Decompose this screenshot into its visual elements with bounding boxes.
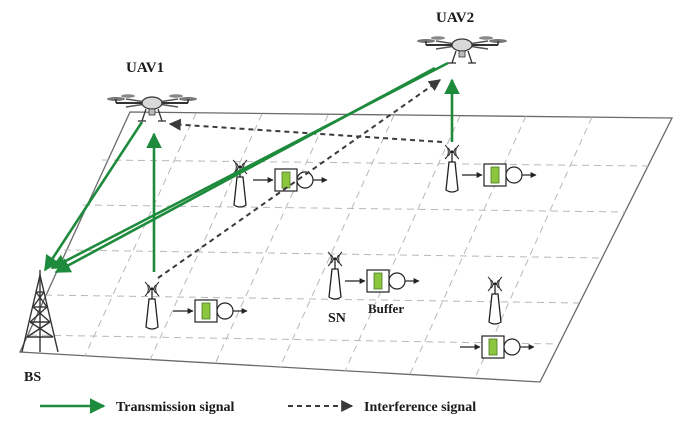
interference-links bbox=[157, 79, 443, 279]
legend: Transmission signal Interference signal bbox=[40, 398, 476, 415]
legend-interference-label: Interference signal bbox=[364, 400, 476, 415]
bs-label: BS bbox=[24, 370, 41, 385]
uav2-drone-icon bbox=[416, 35, 508, 64]
buffer-label: Buffer bbox=[368, 301, 404, 316]
transmission-links bbox=[43, 61, 460, 274]
legend-transmission-label: Transmission signal bbox=[116, 400, 234, 415]
sn-label: SN bbox=[328, 311, 346, 326]
base-station-tower-icon bbox=[21, 270, 59, 353]
uav2-label: UAV2 bbox=[436, 10, 474, 26]
ground-plane bbox=[19, 111, 674, 383]
uav1-label: UAV1 bbox=[126, 60, 164, 76]
